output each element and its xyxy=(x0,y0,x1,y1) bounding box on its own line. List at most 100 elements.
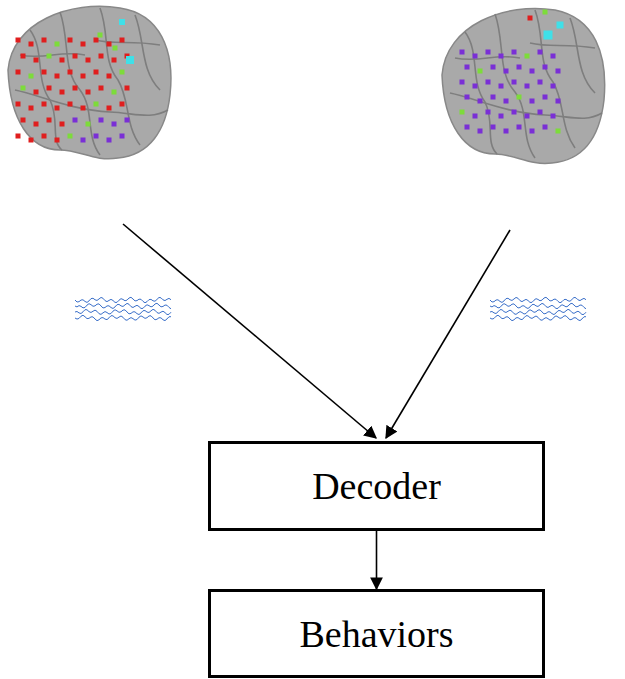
electrode-dot xyxy=(81,138,86,143)
process-box: Behaviors xyxy=(208,589,545,678)
electrode-dot xyxy=(107,138,112,143)
electrode-dot xyxy=(486,110,491,115)
electrode-dot xyxy=(99,86,104,91)
electrode-dot xyxy=(499,54,504,59)
electrode-dot xyxy=(47,86,52,91)
electrode-dot xyxy=(126,56,134,64)
input-line xyxy=(123,224,376,438)
electrode-dot xyxy=(543,95,548,100)
electrode-dot xyxy=(42,70,47,75)
electrode-dot xyxy=(55,74,60,79)
electrode-dot xyxy=(512,50,517,55)
electrode-dot xyxy=(107,74,112,79)
electrode-dot xyxy=(34,122,39,127)
electrode-dot xyxy=(125,118,130,123)
signal-trace xyxy=(75,309,171,314)
electrode-dot xyxy=(504,129,509,134)
electrode-dot xyxy=(55,42,60,47)
electrode-dot xyxy=(107,106,112,111)
electrode-dot xyxy=(34,90,39,95)
electrode-dot xyxy=(544,31,553,40)
electrode-dot xyxy=(73,86,78,91)
electrode-dot xyxy=(525,84,530,89)
electrode-dot xyxy=(543,10,548,15)
brain-left xyxy=(8,6,171,158)
electrode-dot xyxy=(512,80,517,85)
electrode-dot xyxy=(478,69,483,74)
electrode-dot xyxy=(478,99,483,104)
electrode-dot xyxy=(473,114,478,119)
electrode-dot xyxy=(486,80,491,85)
electrode-dot xyxy=(460,110,465,115)
electrode-dot xyxy=(465,65,470,70)
electrode-dot xyxy=(551,54,556,59)
electrode-dots xyxy=(16,10,564,143)
electrode-dot xyxy=(460,50,465,55)
electrode-dot xyxy=(473,84,478,89)
box-label: Behaviors xyxy=(299,612,453,656)
electrode-dot xyxy=(512,110,517,115)
electrode-dot xyxy=(525,54,530,59)
electrode-dot xyxy=(60,90,65,95)
electrode-dot xyxy=(517,125,522,130)
electrode-dot xyxy=(55,138,60,143)
electrode-dot xyxy=(112,58,117,63)
electrode-dot xyxy=(34,58,39,63)
electrode-dot xyxy=(517,95,522,100)
electrode-dot xyxy=(556,99,561,104)
electrode-dot xyxy=(94,102,99,107)
electrode-dot xyxy=(525,114,530,119)
electrode-dot xyxy=(504,99,509,104)
electrode-dot xyxy=(486,50,491,55)
electrode-dot xyxy=(551,114,556,119)
electrode-dot xyxy=(81,74,86,79)
electrode-dot xyxy=(557,22,564,29)
electrode-dot xyxy=(68,70,73,75)
electrode-dot xyxy=(107,42,112,47)
signal-trace xyxy=(490,315,586,320)
electrode-dot xyxy=(113,46,118,51)
electrode-dot xyxy=(94,38,99,43)
electrode-dot xyxy=(528,16,533,21)
electrode-dot xyxy=(16,38,21,43)
electrode-dot xyxy=(29,106,34,111)
electrode-dot xyxy=(478,129,483,134)
electrode-dot xyxy=(29,42,34,47)
electrode-dot xyxy=(504,69,509,74)
electrode-dot xyxy=(60,58,65,63)
signal-trace xyxy=(490,309,586,314)
electrode-dot xyxy=(120,134,125,139)
electrode-dot xyxy=(16,102,21,107)
electrode-dot xyxy=(538,110,543,115)
electrode-dot xyxy=(42,102,47,107)
electrode-dot xyxy=(491,125,496,130)
signal-traces xyxy=(75,297,586,320)
signal-trace xyxy=(75,303,171,308)
electrode-dot xyxy=(112,90,117,95)
electrode-dot xyxy=(120,102,125,107)
box-label: Decoder xyxy=(312,464,441,508)
electrode-dot xyxy=(119,19,125,25)
electrode-dot xyxy=(99,54,104,59)
electrode-dot xyxy=(556,129,561,134)
electrode-dot xyxy=(68,134,73,139)
electrode-dot xyxy=(55,106,60,111)
electrode-dot xyxy=(543,65,548,70)
electrode-dot xyxy=(556,69,561,74)
electrode-dot xyxy=(16,70,21,75)
electrode-dot xyxy=(530,99,535,104)
electrode-dot xyxy=(94,134,99,139)
electrode-dot xyxy=(42,38,47,43)
electrode-dot xyxy=(29,138,34,143)
electrode-dot xyxy=(543,125,548,130)
electrode-dot xyxy=(73,54,78,59)
electrode-dot xyxy=(73,118,78,123)
electrode-dot xyxy=(16,134,21,139)
electrode-dot xyxy=(47,54,52,59)
electrode-dot xyxy=(86,122,91,127)
electrode-dot xyxy=(81,42,86,47)
electrode-dot xyxy=(465,125,470,130)
electrode-dot xyxy=(499,114,504,119)
